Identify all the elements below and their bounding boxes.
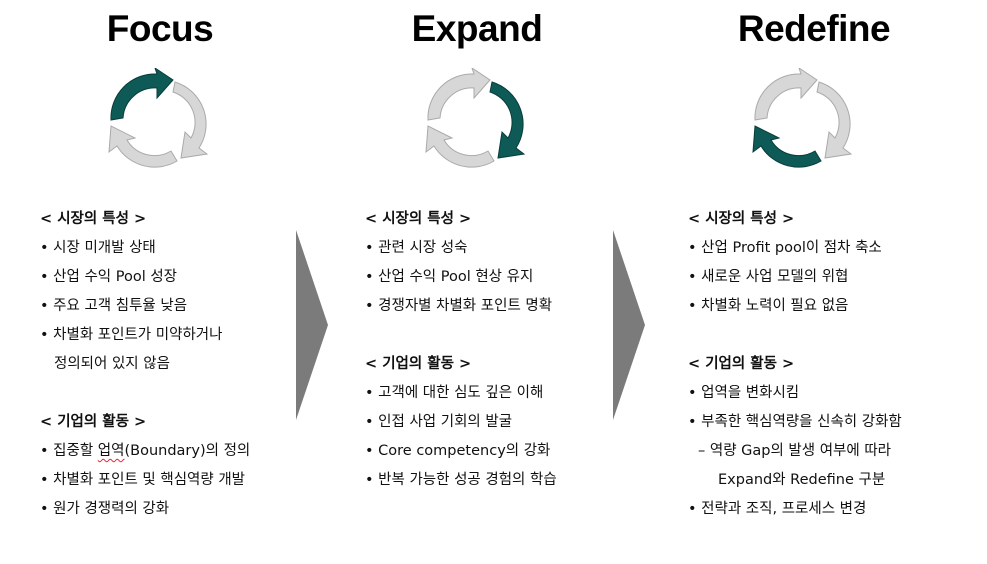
cycle-arrows-icon [108,68,209,168]
activity-section: < 기업의 활동 > • 업역을 변화시킴 • 부족한 핵심역량을 신속히 강화… [688,350,902,524]
list-item: • 고객에 대한 심도 깊은 이해 [365,385,544,401]
cycle-arrows-icon [425,68,526,168]
chevron-right-icon [296,230,328,420]
activity-section: < 기업의 활동 > • 집중할 업역(Boundary)의 정의 • 차별화 … [40,408,250,524]
list-item: • 시장 미개발 상태 [40,240,156,256]
sub-list-item: Expand와 Redefine 구분 [718,472,886,488]
list-item-text: • 집중할 [40,443,98,459]
stage-title: Focus [106,8,214,49]
stage-title: Redefine [737,8,891,49]
stage-title: Expand [411,8,543,49]
market-section: < 시장의 특성 > • 시장 미개발 상태 • 산업 수익 Pool 성장 •… [40,205,222,379]
list-item: • 차별화 포인트 및 핵심역량 개발 [40,472,246,488]
list-item: • 주요 고객 침투율 낮음 [40,298,188,314]
list-item: • 산업 수익 Pool 현상 유지 [365,269,534,285]
section-heading: < 시장의 특성 > [365,211,472,227]
list-item: • 경쟁자별 차별화 포인트 명확 [365,298,553,314]
market-section: < 시장의 특성 > • 관련 시장 성숙 • 산업 수익 Pool 현상 유지… [365,205,552,321]
list-item: • Core competency의 강화 [365,443,551,459]
list-item: • 관련 시장 성숙 [365,240,468,256]
spellcheck-word: 업역 [97,443,125,459]
list-item: • 반복 가능한 성공 경험의 학습 [365,472,557,488]
cycle-arrows-icon [752,68,853,168]
list-item: • 전략과 조직, 프로세스 변경 [688,501,867,517]
list-item-text: (Boundary)의 정의 [124,443,251,459]
section-heading: < 기업의 활동 > [365,356,472,372]
list-item: • 차별화 포인트가 미약하거나 [40,327,223,343]
list-item: • 인접 사업 기회의 발굴 [365,414,513,430]
list-item: • 업역을 변화시킴 [688,385,800,401]
sub-list-item: – 역량 Gap의 발생 여부에 따라 [698,443,892,459]
section-heading: < 시장의 특성 > [688,211,795,227]
section-heading: < 기업의 활동 > [40,414,147,430]
list-item: • 집중할 업역(Boundary)의 정의 [40,437,250,466]
chevron-right-icon [613,230,645,420]
list-item: • 새로운 사업 모델의 위협 [688,269,849,285]
list-item: • 차별화 노력이 필요 없음 [688,298,849,314]
list-item: • 원가 경쟁력의 강화 [40,501,170,517]
market-section: < 시장의 특성 > • 산업 Profit pool이 점차 축소 • 새로운… [688,205,882,321]
list-item: • 부족한 핵심역량을 신속히 강화함 [688,414,902,430]
section-heading: < 기업의 활동 > [688,356,795,372]
list-item: • 산업 Profit pool이 점차 축소 [688,240,882,256]
activity-section: < 기업의 활동 > • 고객에 대한 심도 깊은 이해 • 인접 사업 기회의… [365,350,557,495]
list-item: • 산업 수익 Pool 성장 [40,269,178,285]
section-heading: < 시장의 특성 > [40,211,147,227]
list-item: 정의되어 있지 않음 [54,356,170,372]
